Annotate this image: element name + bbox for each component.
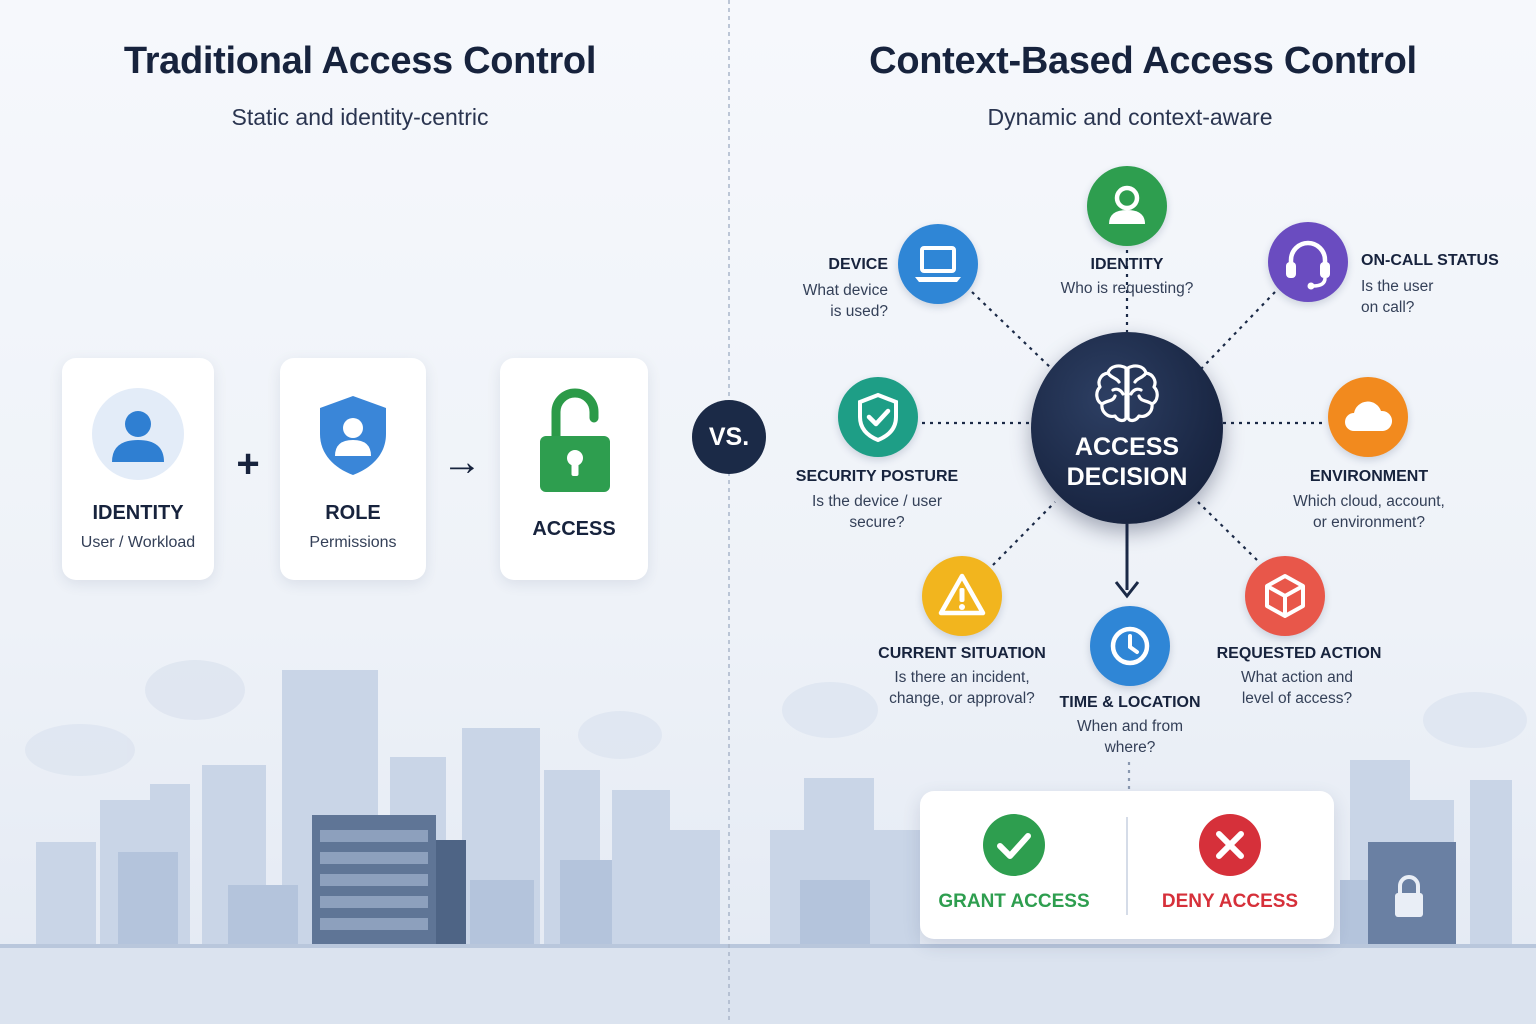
situation-factor-desc-line1: Is there an incident, <box>894 669 1030 686</box>
device-factor-desc-line2: is used? <box>830 303 888 320</box>
posture-factor-title: SECURITY POSTURE <box>795 468 959 485</box>
oncall-factor-title: ON-CALL STATUS <box>1361 252 1499 269</box>
check-icon <box>983 814 1045 876</box>
laptop-icon <box>915 246 961 282</box>
arrow-operator: → <box>442 440 482 484</box>
action-factor-desc-line2: level of access? <box>1241 690 1353 707</box>
device-factor-icon <box>898 224 978 304</box>
hub-label-line2: DECISION <box>1066 463 1188 491</box>
environment-factor-desc-line1: Which cloud, account, <box>1293 493 1445 510</box>
brain-icon <box>1095 364 1159 423</box>
access-card: ACCESS <box>500 358 648 580</box>
oncall-factor-desc: Is the user on call? <box>1361 276 1501 318</box>
time-factor-desc-line2: where? <box>1104 739 1156 756</box>
identity-card-subtitle: User / Workload <box>80 534 196 551</box>
right-subtitle: Dynamic and context-aware <box>987 104 1273 130</box>
role-card-subtitle: Permissions <box>309 534 397 551</box>
device-factor-desc: What device is used? <box>748 280 888 322</box>
situation-factor-desc: Is there an incident, change, or approva… <box>852 667 1072 709</box>
environment-factor-desc-line2: or environment? <box>1312 514 1425 531</box>
posture-factor-desc-line1: Is the device / user <box>811 493 943 510</box>
shield-check-icon <box>858 392 898 443</box>
hub-label-line1: ACCESS <box>1074 433 1180 461</box>
vs-badge: VS. <box>692 400 766 474</box>
device-factor-desc-line1: What device <box>802 282 888 299</box>
environment-factor-desc: Which cloud, account, or environment? <box>1262 491 1476 533</box>
access-card-title: ACCESS <box>532 518 616 540</box>
server-building <box>312 815 466 950</box>
x-icon <box>1199 814 1261 876</box>
access-decision-hub: ACCESS DECISION <box>1031 332 1223 524</box>
device-factor-title: DEVICE <box>828 256 888 273</box>
user-icon <box>92 388 184 480</box>
oncall-factor-desc-line1: Is the user <box>1361 278 1434 295</box>
warning-icon <box>938 573 986 616</box>
unlocked-padlock-icon <box>540 388 610 492</box>
lock-building <box>1368 842 1456 950</box>
user-icon <box>1109 185 1145 224</box>
role-card-title: ROLE <box>325 502 381 524</box>
plus-operator: + <box>236 442 260 486</box>
environment-factor-icon <box>1328 377 1408 457</box>
posture-factor-icon <box>838 377 918 457</box>
time-factor-title: TIME & LOCATION <box>1059 694 1201 711</box>
cube-icon <box>1265 574 1305 618</box>
action-factor-title: REQUESTED ACTION <box>1216 645 1382 662</box>
clock-icon <box>1110 626 1150 666</box>
situation-factor-icon <box>922 556 1002 636</box>
situation-factor-title: CURRENT SITUATION <box>878 645 1046 662</box>
right-title: Context-Based Access Control <box>869 40 1417 82</box>
identity-card-title: IDENTITY <box>92 502 184 524</box>
time-factor-desc-line1: When and from <box>1077 718 1183 735</box>
identity-factor-desc: Who is requesting? <box>1060 280 1194 297</box>
left-subtitle: Static and identity-centric <box>231 104 489 130</box>
left-title: Traditional Access Control <box>123 40 597 82</box>
time-factor-desc: When and from where? <box>1040 716 1220 758</box>
time-factor-icon <box>1090 606 1170 686</box>
identity-card: IDENTITY User / Workload <box>62 358 214 580</box>
oncall-factor-icon <box>1268 222 1348 302</box>
hub-label: ACCESS DECISION <box>1031 432 1223 492</box>
action-factor-icon <box>1245 556 1325 636</box>
situation-factor-desc-line2: change, or approval? <box>889 690 1035 707</box>
posture-factor-desc-line2: secure? <box>849 514 905 531</box>
oncall-factor-desc-line2: on call? <box>1361 299 1415 316</box>
cloud-icon <box>1345 401 1393 431</box>
action-factor-desc-line1: What action and <box>1240 669 1353 686</box>
shield-user-icon <box>320 396 386 475</box>
deny-access-label: DENY ACCESS <box>1161 891 1299 912</box>
grant-access-label: GRANT ACCESS <box>938 891 1090 912</box>
decision-outcomes-box: GRANT ACCESS DENY ACCESS <box>920 791 1334 939</box>
identity-factor-icon <box>1087 166 1167 246</box>
outcome-divider <box>1126 817 1128 915</box>
identity-factor-title: IDENTITY <box>1090 256 1164 273</box>
environment-factor-title: ENVIRONMENT <box>1309 468 1429 485</box>
headset-icon <box>1286 240 1330 290</box>
posture-factor-desc: Is the device / user secure? <box>776 491 978 533</box>
action-factor-desc: What action and level of access? <box>1199 667 1395 709</box>
role-card: ROLE Permissions <box>280 358 426 580</box>
